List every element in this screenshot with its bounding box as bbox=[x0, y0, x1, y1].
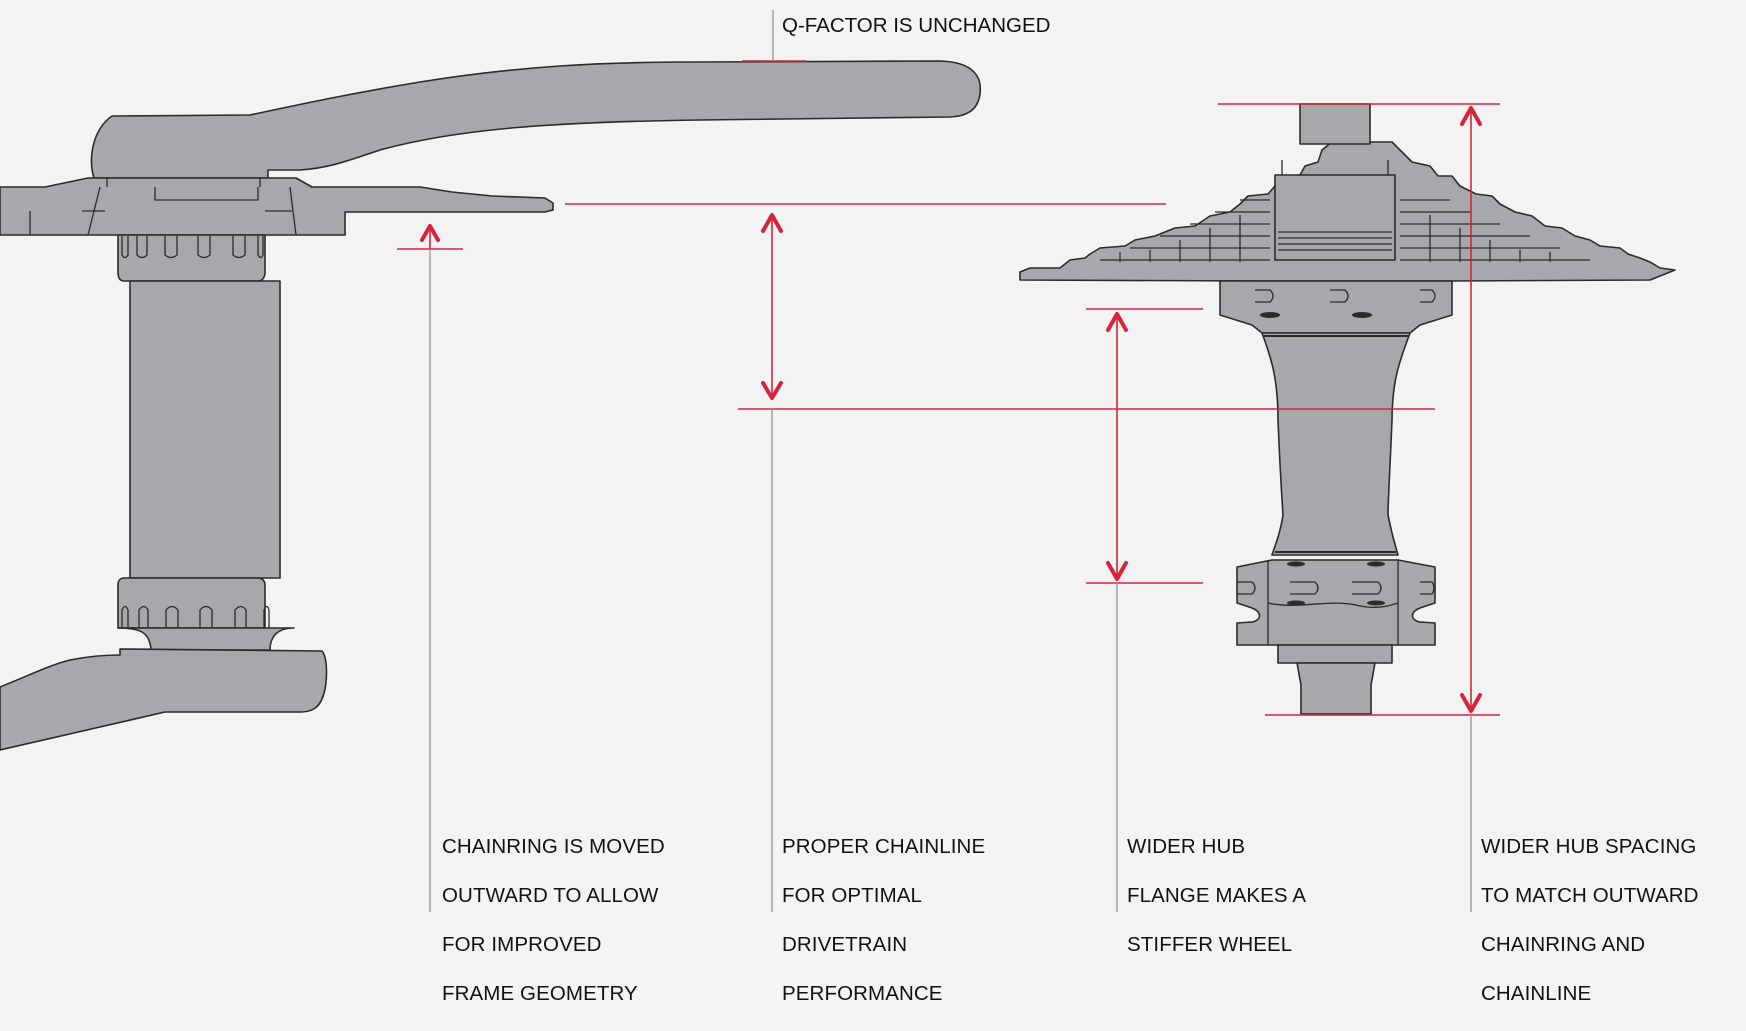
axle-end bbox=[1296, 662, 1376, 715]
upper-ring-notches bbox=[121, 236, 264, 259]
crankset bbox=[0, 60, 982, 751]
bottom-bracket-spindle bbox=[129, 280, 281, 579]
arrow-up-icon bbox=[1106, 312, 1128, 332]
caption-line: FRAME GEOMETRY bbox=[442, 982, 638, 1006]
lower-ring-notches bbox=[121, 605, 270, 628]
caption-hub-spacing: WIDER HUB SPACING TO MATCH OUTWARD CHAIN… bbox=[1481, 810, 1699, 1031]
leader-lines bbox=[429, 10, 1472, 912]
caption-line: PERFORMANCE bbox=[782, 982, 943, 1006]
bearing-cup-upper bbox=[117, 234, 266, 282]
caption-line: WIDER HUB bbox=[1127, 834, 1246, 858]
caption-line: CHAINLINE bbox=[1481, 982, 1592, 1006]
caption-line: TO MATCH OUTWARD bbox=[1481, 883, 1699, 907]
q-factor-callout: Q-FACTOR IS UNCHANGED bbox=[782, 14, 1051, 37]
caption-chainline: PROPER CHAINLINE FOR OPTIMAL DRIVETRAIN … bbox=[782, 810, 985, 1031]
caption-chainring: CHAINRING IS MOVED OUTWARD TO ALLOW FOR … bbox=[442, 810, 665, 1031]
cassette-cog-details bbox=[1100, 199, 1590, 262]
caption-line: FOR OPTIMAL bbox=[782, 883, 923, 907]
arrow-down-icon bbox=[761, 381, 783, 400]
rear-hub-assembly bbox=[1019, 103, 1676, 715]
technical-diagram bbox=[0, 10, 1676, 912]
arrow-down-icon bbox=[1460, 693, 1482, 713]
arrow-down-icon bbox=[1106, 561, 1128, 581]
caption-line: FLANGE MAKES A bbox=[1127, 883, 1307, 907]
caption-line: FOR IMPROVED bbox=[442, 932, 602, 956]
caption-line: PROPER CHAINLINE bbox=[782, 834, 986, 858]
hub-shell bbox=[1261, 332, 1411, 556]
arrow-up-icon bbox=[420, 224, 440, 242]
caption-line: WIDER HUB SPACING bbox=[1481, 834, 1697, 858]
caption-line: STIFFER WHEEL bbox=[1127, 932, 1293, 956]
caption-line: OUTWARD TO ALLOW bbox=[442, 883, 659, 907]
arrow-up-icon bbox=[1460, 106, 1482, 126]
hub-flange-drive-side bbox=[1219, 280, 1453, 334]
crank-arm-lower bbox=[0, 648, 328, 751]
caption-line: CHAINRING AND bbox=[1481, 932, 1646, 956]
freehub-splines bbox=[1278, 160, 1392, 251]
dimension-lines bbox=[397, 60, 1500, 716]
caption-line: CHAINRING IS MOVED bbox=[442, 834, 665, 858]
spider-chainring bbox=[0, 177, 554, 236]
bearing-cup-lower bbox=[117, 577, 266, 629]
caption-line: DRIVETRAIN bbox=[782, 932, 908, 956]
crank-arm-upper bbox=[90, 60, 982, 179]
hub-end-cap bbox=[1277, 644, 1393, 664]
arrow-up-icon bbox=[761, 213, 783, 233]
caption-hub-flange: WIDER HUB FLANGE MAKES A STIFFER WHEEL bbox=[1127, 810, 1306, 982]
